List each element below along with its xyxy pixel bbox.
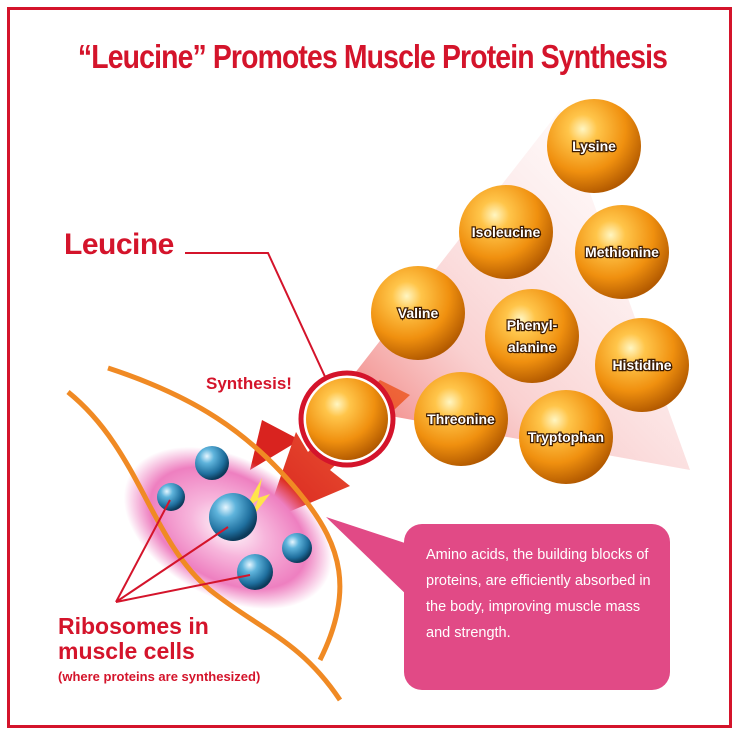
amino-acid-histidine: Histidine	[595, 318, 689, 412]
amino-acid-balls: Lysine Isoleucine Methionine Valine Phen…	[371, 99, 689, 484]
svg-text:Threonine: Threonine	[427, 411, 495, 427]
svg-text:Lysine: Lysine	[572, 138, 616, 154]
border-frame	[7, 7, 732, 728]
amino-acid-tryptophan: Tryptophan	[519, 390, 613, 484]
leucine-ball	[298, 370, 396, 468]
synthesis-spark-icon	[246, 478, 270, 520]
ribosomes-sublabel: (where proteins are synthesized)	[58, 669, 261, 684]
amino-acid-methionine: Methionine	[575, 205, 669, 299]
ribosome	[209, 493, 257, 541]
ribosomes	[157, 446, 312, 590]
svg-text:Histidine: Histidine	[612, 357, 671, 373]
callout-pointer	[326, 517, 420, 600]
info-callout: Amino acids, the building blocks of prot…	[404, 524, 670, 690]
amino-acid-isoleucine: Isoleucine	[459, 185, 553, 279]
callout-text: Amino acids, the building blocks of prot…	[426, 547, 651, 641]
svg-text:Isoleucine: Isoleucine	[472, 224, 541, 240]
ribosome	[157, 483, 185, 511]
svg-text:Tryptophan: Tryptophan	[528, 429, 604, 445]
leucine-label: Leucine	[64, 228, 174, 261]
leucine-pointer-line	[185, 252, 346, 421]
svg-text:alanine: alanine	[508, 339, 556, 355]
amino-acid-threonine: Threonine	[414, 372, 508, 466]
ribosome-pointer-lines	[115, 499, 251, 603]
ribosome	[282, 533, 312, 563]
amino-acid-valine: Valine	[371, 266, 465, 360]
svg-text:Valine: Valine	[398, 305, 439, 321]
synthesis-label: Synthesis!	[206, 374, 292, 393]
amino-acid-phenylalanine: Phenyl- alanine	[485, 289, 579, 383]
ribosomes-label: Ribosomes in muscle cells	[58, 613, 209, 664]
ribosome	[195, 446, 229, 480]
amino-acid-lysine: Lysine	[547, 99, 641, 193]
svg-text:Phenyl-: Phenyl-	[507, 317, 558, 333]
svg-text:Methionine: Methionine	[585, 244, 659, 260]
ribosome	[237, 554, 273, 590]
page-title: “Leucine” Promotes Muscle Protein Synthe…	[77, 38, 668, 75]
